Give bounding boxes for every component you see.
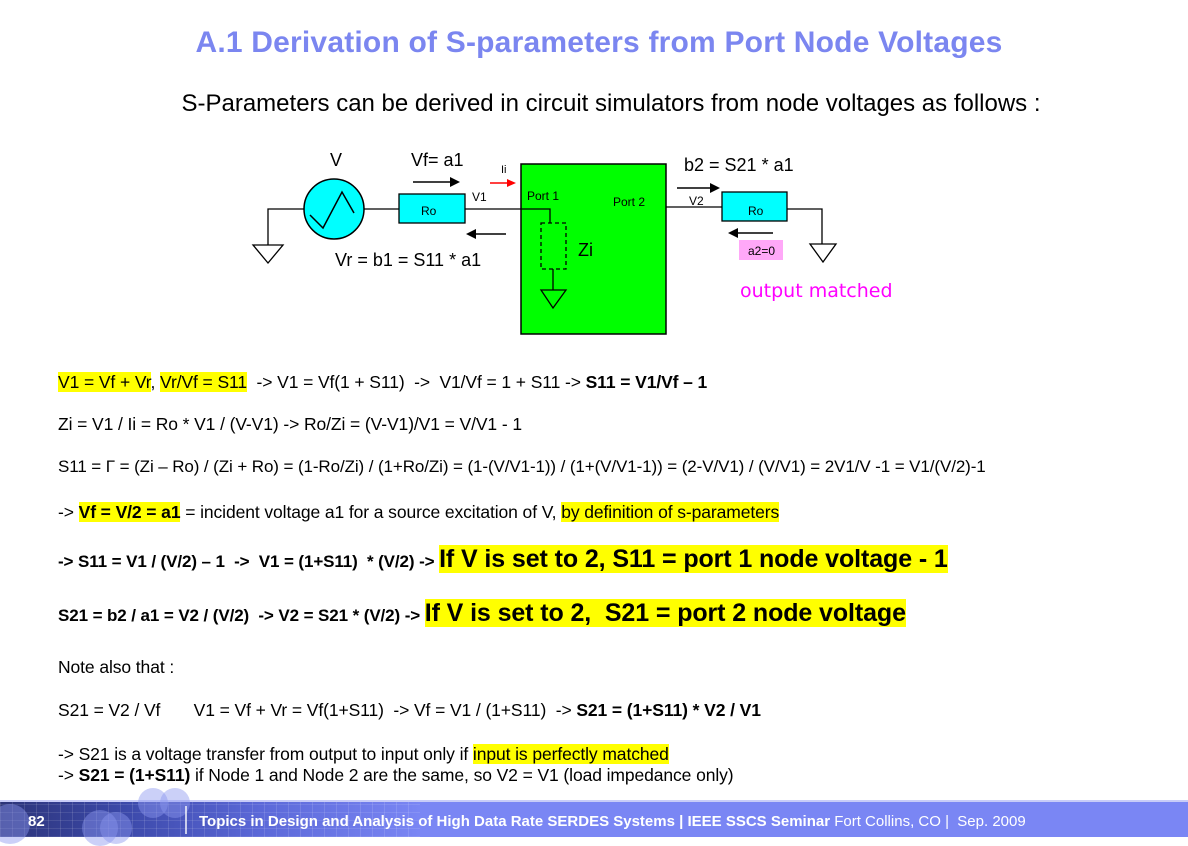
input-resistor-label: Ro — [421, 204, 437, 218]
source-label: V — [330, 150, 343, 170]
slide-footer: 82 Topics in Design and Analysis of High… — [0, 788, 1188, 846]
output-wave-label: b2 = S21 * a1 — [684, 155, 794, 175]
page-number: 82 — [28, 813, 45, 830]
s21-formula: S21 = (1+S11) * V2 / V1 — [576, 700, 761, 720]
highlight-input-matched: input is perfectly matched — [472, 744, 669, 764]
ac-source-icon — [303, 178, 365, 240]
equation-line-9: -> S21 = (1+S11) if Node 1 and Node 2 ar… — [58, 765, 734, 786]
s21-equals: S21 = (1+S11) — [78, 765, 191, 785]
equation-line-6: S21 = b2 / a1 = V2 / (V/2) -> V2 = S21 *… — [58, 599, 906, 628]
line4-middle: = incident voltage a1 for a source excit… — [180, 502, 562, 522]
highlight-s21-rule: If V is set to 2, S21 = port 2 node volt… — [424, 599, 906, 627]
highlight-v1: V1 = Vf + Vr — [58, 372, 151, 392]
slide-title: A.1 Derivation of S-parameters from Port… — [195, 26, 1003, 59]
node1-label: V1 — [472, 190, 487, 204]
slide-subtitle: S-Parameters can be derived in circuit s… — [181, 90, 1041, 117]
line1-rest: -> V1 = Vf(1 + S11) -> V1/Vf = 1 + S11 -… — [246, 372, 586, 392]
equation-line-8: -> S21 is a voltage transfer from output… — [58, 744, 669, 765]
footer-title: Topics in Design and Analysis of High Da… — [199, 813, 831, 830]
equation-line-7: S21 = V2 / Vf V1 = Vf + Vr = Vf(1+S11) -… — [58, 700, 761, 721]
zi-impedance — [540, 222, 567, 270]
footer-location-date: Fort Collins, CO | Sep. 2009 — [830, 813, 1026, 830]
highlight-s11-rule: If V is set to 2, S11 = port 1 node volt… — [439, 545, 948, 573]
equation-line-5: -> S11 = V1 / (V/2) – 1 -> V1 = (1+S11) … — [58, 545, 948, 574]
equation-line-1: V1 = Vf + Vr, Vr/Vf = S11 -> V1 = Vf(1 +… — [58, 372, 707, 393]
ground-icon-internal — [539, 289, 568, 310]
arrow-prefix: -> — [58, 765, 79, 785]
a2-badge — [739, 240, 783, 260]
footer-pattern — [0, 802, 420, 837]
output-resistor — [721, 191, 788, 222]
ground-icon-right — [808, 243, 838, 264]
note-label: Note also that : — [58, 657, 175, 677]
current-arrow-icon — [507, 179, 516, 187]
impedance-label: Zi — [578, 240, 593, 260]
comma: , — [150, 372, 161, 392]
line6-bold: S21 = b2 / a1 = V2 / (V/2) -> V2 = S21 *… — [58, 606, 425, 625]
line7-plain: S21 = V2 / Vf V1 = Vf + Vr = Vf(1+S11) -… — [58, 700, 577, 720]
forward-wave-label: Vf= a1 — [411, 150, 464, 170]
output-matched-label: output matched — [740, 280, 893, 302]
line5-bold: -> S11 = V1 / (V/2) – 1 -> V1 = (1+S11) … — [58, 552, 440, 571]
port2-label: Port 2 — [613, 195, 646, 209]
highlight-vf-definition: Vf = V/2 = a1 — [78, 502, 181, 522]
current-label: Ii — [501, 164, 507, 176]
footer-bubble — [100, 812, 132, 844]
a2-label: a2=0 — [748, 244, 776, 258]
forward-arrow-icon — [450, 177, 460, 187]
footer-bubble — [138, 788, 168, 818]
equation-line-4: -> Vf = V/2 = a1 = incident voltage a1 f… — [58, 502, 779, 523]
dut-box — [520, 163, 667, 335]
line8-plain: -> S21 is a voltage transfer from output… — [58, 744, 473, 764]
a2-arrow-icon — [728, 228, 738, 238]
port1-label: Port 1 — [527, 189, 560, 203]
highlight-by-definition: by definition of s-parameters — [561, 502, 780, 522]
s11-result: S11 = V1/Vf – 1 — [585, 372, 708, 392]
reflected-arrow-icon — [466, 229, 476, 239]
circuit-diagram: V Vf= a1 Ii Ro V1 Vr = b1 = S11 * a1 Por… — [0, 0, 1188, 360]
footer-separator — [185, 806, 187, 834]
footer-text: Topics in Design and Analysis of High Da… — [199, 813, 1026, 830]
equation-line-2: Zi = V1 / Ii = Ro * V1 / (V-V1) -> Ro/Zi… — [58, 414, 522, 434]
reflected-wave-label: Vr = b1 = S11 * a1 — [335, 250, 482, 270]
node2-label: V2 — [689, 194, 704, 208]
circuit-schematic — [251, 163, 838, 335]
output-resistor-label: Ro — [748, 204, 764, 218]
equation-line-3: S11 = Γ = (Zi – Ro) / (Zi + Ro) = (1-Ro/… — [58, 457, 986, 476]
line9-rest: if Node 1 and Node 2 are the same, so V2… — [190, 765, 734, 785]
highlight-vr-vf: Vr/Vf = S11 — [160, 372, 247, 392]
arrow-prefix: -> — [58, 502, 79, 522]
output-arrow-icon — [710, 183, 720, 193]
